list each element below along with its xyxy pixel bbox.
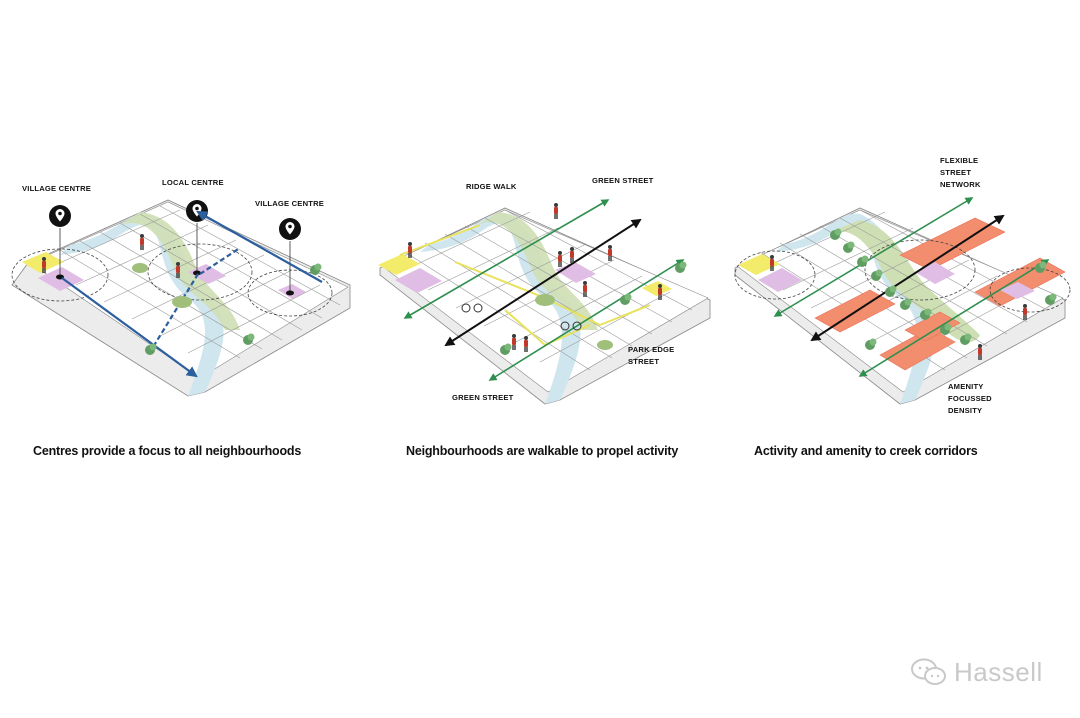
label-amenity: AMENITY xyxy=(948,382,984,391)
label-flexible-network: NETWORK xyxy=(940,180,981,189)
movement-lines xyxy=(61,210,323,378)
location-pin-icon xyxy=(49,205,71,227)
label-amenity-focussed: FOCUSSED xyxy=(948,394,992,403)
label-park-edge-street: STREET xyxy=(628,357,659,366)
panel-creek-corridors: FLEXIBLE STREET NETWORK AMENITY FOCUSSED… xyxy=(734,156,1071,415)
watermark: Hassell xyxy=(910,652,1043,692)
activity-arrow xyxy=(810,214,1005,342)
label-green-street-top: GREEN STREET xyxy=(592,176,654,185)
label-village-centre-left: VILLAGE CENTRE xyxy=(22,184,91,193)
caption-creek-corridors: Activity and amenity to creek corridors xyxy=(754,444,978,458)
label-green-street-bottom: GREEN STREET xyxy=(452,393,514,402)
label-amenity-density: DENSITY xyxy=(948,406,982,415)
label-village-centre-right: VILLAGE CENTRE xyxy=(255,199,324,208)
label-local-centre: LOCAL CENTRE xyxy=(162,178,224,187)
panel-walkable: RIDGE WALK GREEN STREET PARK EDGE STREET… xyxy=(378,176,711,405)
label-flexible-street: STREET xyxy=(940,168,971,177)
caption-centres: Centres provide a focus to all neighbour… xyxy=(33,444,302,458)
caption-walkable: Neighbourhoods are walkable to propel ac… xyxy=(406,444,679,458)
location-pin-icon xyxy=(186,200,208,222)
centre-mid-pink xyxy=(188,264,226,284)
location-pin-icon xyxy=(279,218,301,240)
panel-centres: VILLAGE CENTRE LOCAL CENTRE VILLAGE CENT… xyxy=(11,178,351,397)
activity-arrow xyxy=(444,218,642,347)
street-grid xyxy=(47,205,341,359)
label-ridge-walk: RIDGE WALK xyxy=(466,182,517,191)
chat-bubble-icon xyxy=(911,658,946,685)
watermark-logo-text: Hassell xyxy=(954,656,1043,687)
label-park-edge: PARK EDGE xyxy=(628,345,674,354)
label-flexible: FLEXIBLE xyxy=(940,156,978,165)
